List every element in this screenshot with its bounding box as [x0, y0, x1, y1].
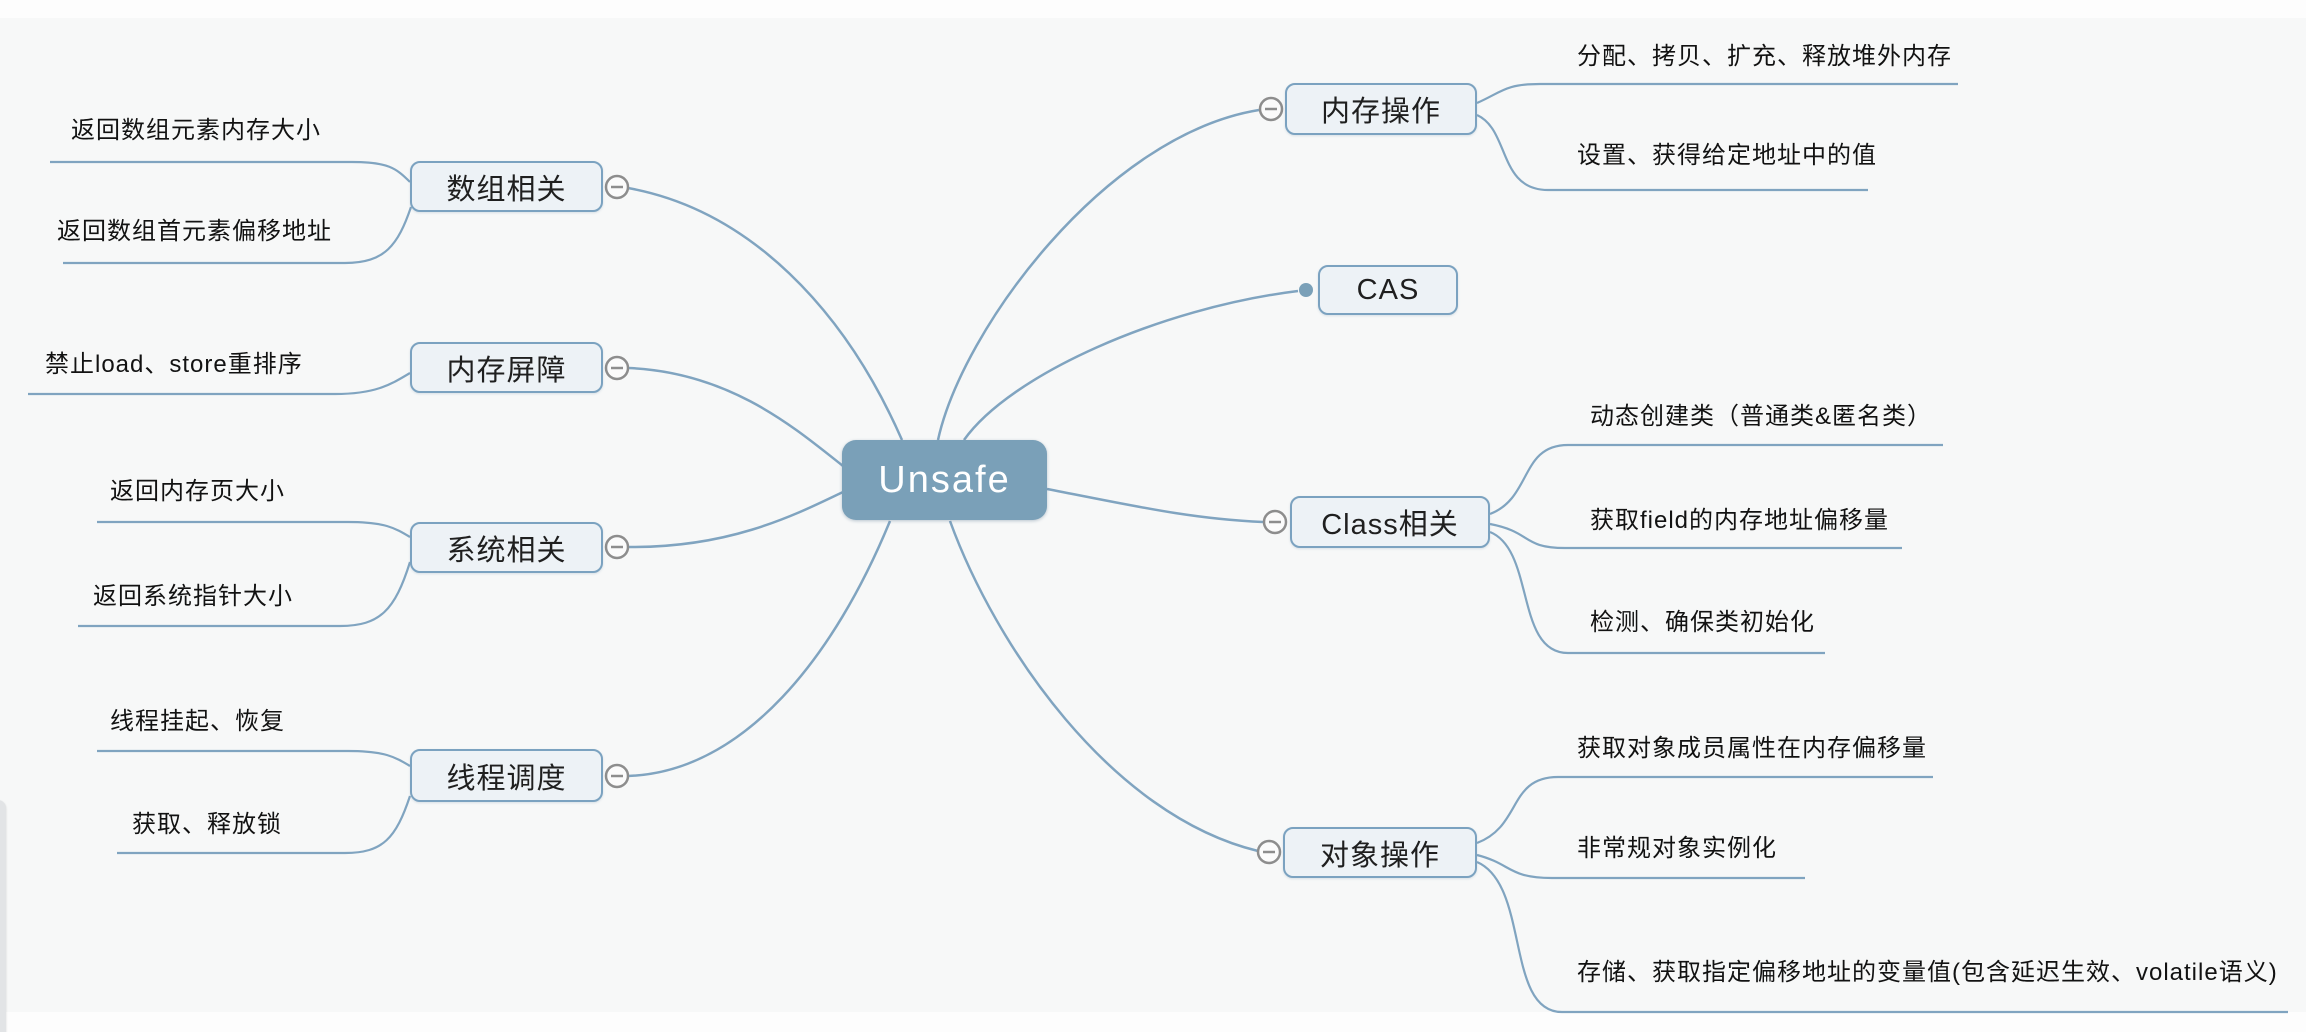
leaf-line-system-1	[97, 520, 411, 538]
topic-membar-label: 内存屏障	[446, 354, 567, 387]
leaf-membar-1[interactable]: 禁止load、store重排序	[45, 351, 303, 378]
leaf-system-1[interactable]: 返回内存页大小	[110, 478, 285, 505]
topic-object-label: 对象操作	[1319, 839, 1440, 872]
leaf-system-2[interactable]: 返回系统指针大小	[93, 583, 293, 610]
collapse-button-membar[interactable]	[604, 355, 630, 381]
topic-thread-label: 线程调度	[446, 762, 567, 795]
collapse-button-array[interactable]	[604, 174, 630, 200]
topic-memory-label: 内存操作	[1320, 96, 1441, 128]
leaf-line-array-1	[50, 160, 411, 183]
topic-cas[interactable]: CAS	[1318, 265, 1458, 315]
leaf-thread-2[interactable]: 获取、释放锁	[132, 811, 282, 838]
leaf-line-membar-1	[28, 372, 411, 396]
leaf-line-class-2	[1489, 522, 1902, 550]
leaf-memory-1[interactable]: 分配、拷贝、扩充、释放堆外内存	[1577, 43, 1952, 70]
leaf-object-1[interactable]: 获取对象成员属性在内存偏移量	[1577, 735, 1927, 762]
branch-curve-thread	[627, 520, 892, 778]
topic-array-label: 数组相关	[446, 173, 567, 206]
leaf-object-2[interactable]: 非常规对象实例化	[1577, 835, 1777, 862]
root-topic-label: Unsafe	[878, 458, 1011, 501]
topic-thread[interactable]: 线程调度	[410, 749, 603, 802]
topic-system[interactable]: 系统相关	[410, 522, 603, 573]
leaf-array-2[interactable]: 返回数组首元素偏移地址	[57, 218, 332, 245]
leaf-thread-1[interactable]: 线程挂起、恢复	[110, 708, 285, 735]
topic-memory[interactable]: 内存操作	[1285, 83, 1477, 135]
collapse-button-object[interactable]	[1256, 839, 1282, 865]
leaf-class-1[interactable]: 动态创建类（普通类&匿名类）	[1590, 403, 1933, 430]
leaf-object-3[interactable]: 存储、获取指定偏移地址的变量值(包含延迟生效、volatile语义)	[1577, 959, 2278, 986]
branch-curve-cas	[962, 289, 1299, 441]
canvas-top-margin	[0, 0, 2306, 18]
terminal-dot-icon	[1299, 283, 1313, 297]
collapse-button-system[interactable]	[604, 534, 630, 560]
leaf-class-3[interactable]: 检测、确保类初始化	[1590, 609, 1815, 636]
branch-curve-system	[627, 490, 844, 549]
leaf-line-object-1	[1476, 775, 1933, 845]
leaf-line-thread-1	[97, 749, 411, 767]
topic-system-label: 系统相关	[446, 534, 567, 567]
leaf-line-array-2	[63, 206, 413, 265]
leaf-line-memory-2	[1476, 113, 1868, 192]
leaf-line-memory-1	[1476, 82, 1958, 105]
topic-class[interactable]: Class相关	[1290, 496, 1490, 548]
leaf-line-thread-2	[117, 795, 412, 855]
topic-class-label: Class相关	[1321, 509, 1459, 541]
topic-object[interactable]: 对象操作	[1283, 827, 1477, 878]
leaf-line-class-1	[1489, 443, 1943, 516]
offscreen-panel-edge	[0, 800, 6, 1032]
branch-curve-array	[627, 186, 904, 441]
branch-curve-membar	[627, 366, 844, 467]
collapse-button-class[interactable]	[1262, 509, 1288, 535]
branch-curve-class	[1046, 487, 1264, 524]
branch-curve-memory	[936, 108, 1260, 441]
leaf-line-class-3	[1489, 530, 1825, 655]
canvas-bottom-margin	[0, 1012, 2306, 1032]
root-topic-unsafe[interactable]: Unsafe	[842, 440, 1047, 520]
collapse-button-memory[interactable]	[1258, 96, 1284, 122]
topic-cas-label: CAS	[1356, 273, 1420, 306]
branch-curve-object	[948, 520, 1259, 853]
leaf-array-1[interactable]: 返回数组元素内存大小	[71, 117, 321, 144]
leaf-class-2[interactable]: 获取field的内存地址偏移量	[1590, 507, 1890, 534]
collapse-button-thread[interactable]	[604, 763, 630, 789]
leaf-memory-2[interactable]: 设置、获得给定地址中的值	[1577, 142, 1877, 169]
leaf-line-object-2	[1476, 853, 1805, 880]
topic-array[interactable]: 数组相关	[410, 161, 603, 212]
leaf-line-object-3	[1476, 860, 2288, 1014]
leaf-line-system-2	[78, 561, 412, 628]
topic-membar[interactable]: 内存屏障	[410, 342, 603, 393]
